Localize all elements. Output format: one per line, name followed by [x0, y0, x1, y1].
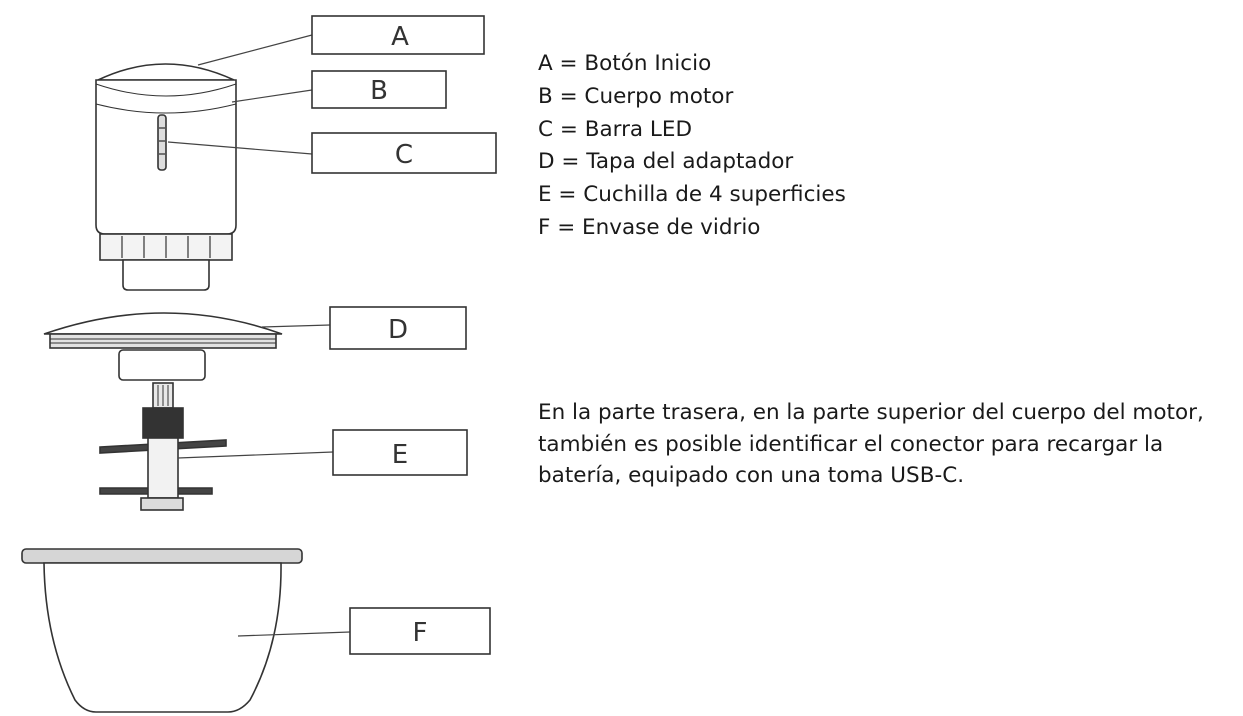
led-segments: [159, 127, 165, 155]
lid-socket: [118, 349, 206, 381]
leader-line-e: [177, 451, 334, 459]
container-rim: [21, 548, 303, 564]
motor-unit: [95, 63, 237, 291]
legend-item-c: C = Barra LED: [538, 116, 693, 142]
blade-gear: [142, 407, 184, 439]
exploded-diagram: A B C D E F: [21, 15, 497, 713]
leader-line-d: [261, 324, 331, 328]
motor-band: [95, 83, 237, 114]
leader-line-a: [197, 34, 313, 66]
label-e: E: [392, 440, 408, 470]
label-box-b: [311, 70, 447, 109]
legend-item-f: F = Envase de vidrio: [538, 214, 761, 240]
label-box-f: [349, 607, 491, 655]
label-c: C: [395, 140, 413, 170]
blade-foot: [140, 497, 184, 511]
blade-post: [147, 437, 179, 499]
label-box-e: [332, 429, 468, 476]
lid-rim: [49, 333, 277, 349]
blade-shaft-lines: [157, 385, 169, 406]
container-body: [43, 562, 282, 713]
label-a: A: [391, 22, 409, 52]
parts-legend: A = Botón Inicio B = Cuerpo motor C = Ba…: [538, 48, 846, 245]
usb-c-note: En la parte trasera, en la parte superio…: [538, 400, 1204, 488]
label-b: B: [370, 76, 388, 106]
led-bar: [157, 114, 167, 171]
glass-container: [21, 548, 303, 713]
legend-item-d: D = Tapa del adaptador: [538, 149, 794, 175]
adapter-lid: [43, 312, 283, 381]
label-d: D: [388, 315, 408, 345]
label-box-a: [311, 15, 485, 55]
legend-item-b: B = Cuerpo motor: [538, 83, 734, 109]
leader-lines: [167, 34, 351, 637]
blade-assembly: [99, 382, 227, 511]
legend-item-a: A = Botón Inicio: [538, 51, 712, 76]
grip-ridges: [121, 236, 211, 258]
lid-dome: [43, 312, 283, 335]
legend-item-e: E = Cuchilla de 4 superficies: [538, 182, 846, 208]
label-f: F: [413, 618, 428, 648]
lid-rim-lines: [50, 338, 276, 344]
start-button: [97, 63, 235, 81]
leader-line-c: [167, 141, 313, 155]
leader-line-b: [231, 89, 313, 103]
leader-line-f: [237, 631, 351, 637]
motor-coupler: [122, 259, 210, 291]
label-box-d: [329, 306, 467, 350]
label-box-c: [311, 132, 497, 174]
